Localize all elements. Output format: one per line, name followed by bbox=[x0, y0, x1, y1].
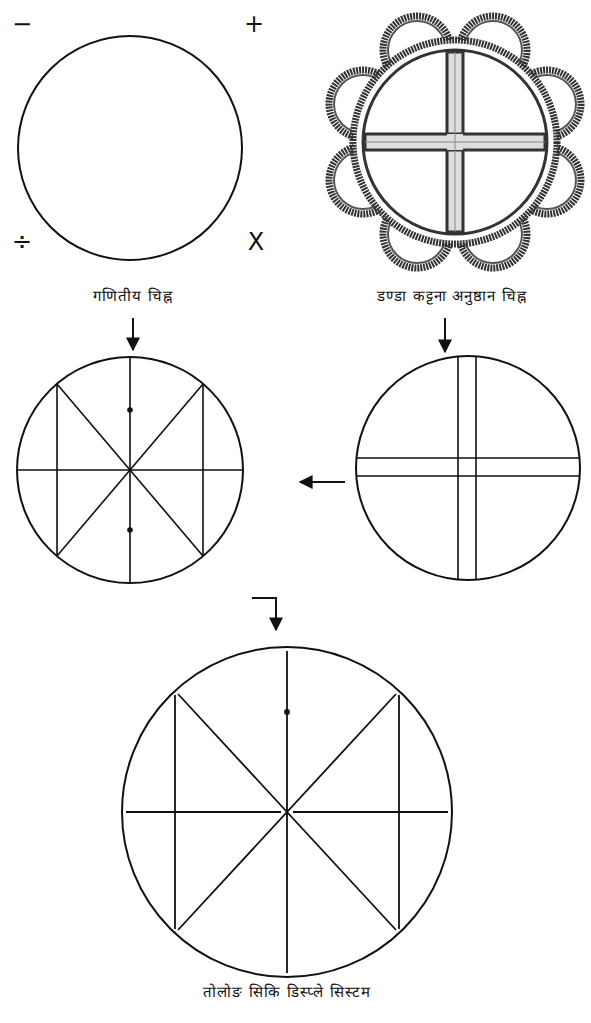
ritual-emblem bbox=[329, 16, 581, 268]
double-cross-figure bbox=[356, 356, 580, 580]
combined-figure bbox=[17, 357, 243, 583]
figure-caption: गणितीय चिह्न bbox=[93, 287, 173, 305]
figure-caption: डण्डा कट्टना अनुष्ठान चिह्न bbox=[377, 287, 527, 305]
down-arrow bbox=[132, 318, 134, 350]
down-arrow bbox=[444, 318, 446, 352]
math-circle bbox=[18, 36, 242, 260]
figure-caption: तोलोङ सिकि डिस्प्ले सिस्टम bbox=[203, 983, 370, 1001]
minus-sign: − bbox=[12, 10, 32, 39]
display-system-figure bbox=[122, 647, 452, 977]
plus-sign: + bbox=[244, 10, 264, 39]
bent-arrow bbox=[252, 598, 276, 630]
multiply-sign: X bbox=[248, 228, 264, 257]
divide-sign: ÷ bbox=[12, 228, 32, 257]
left-arrow bbox=[300, 481, 345, 483]
